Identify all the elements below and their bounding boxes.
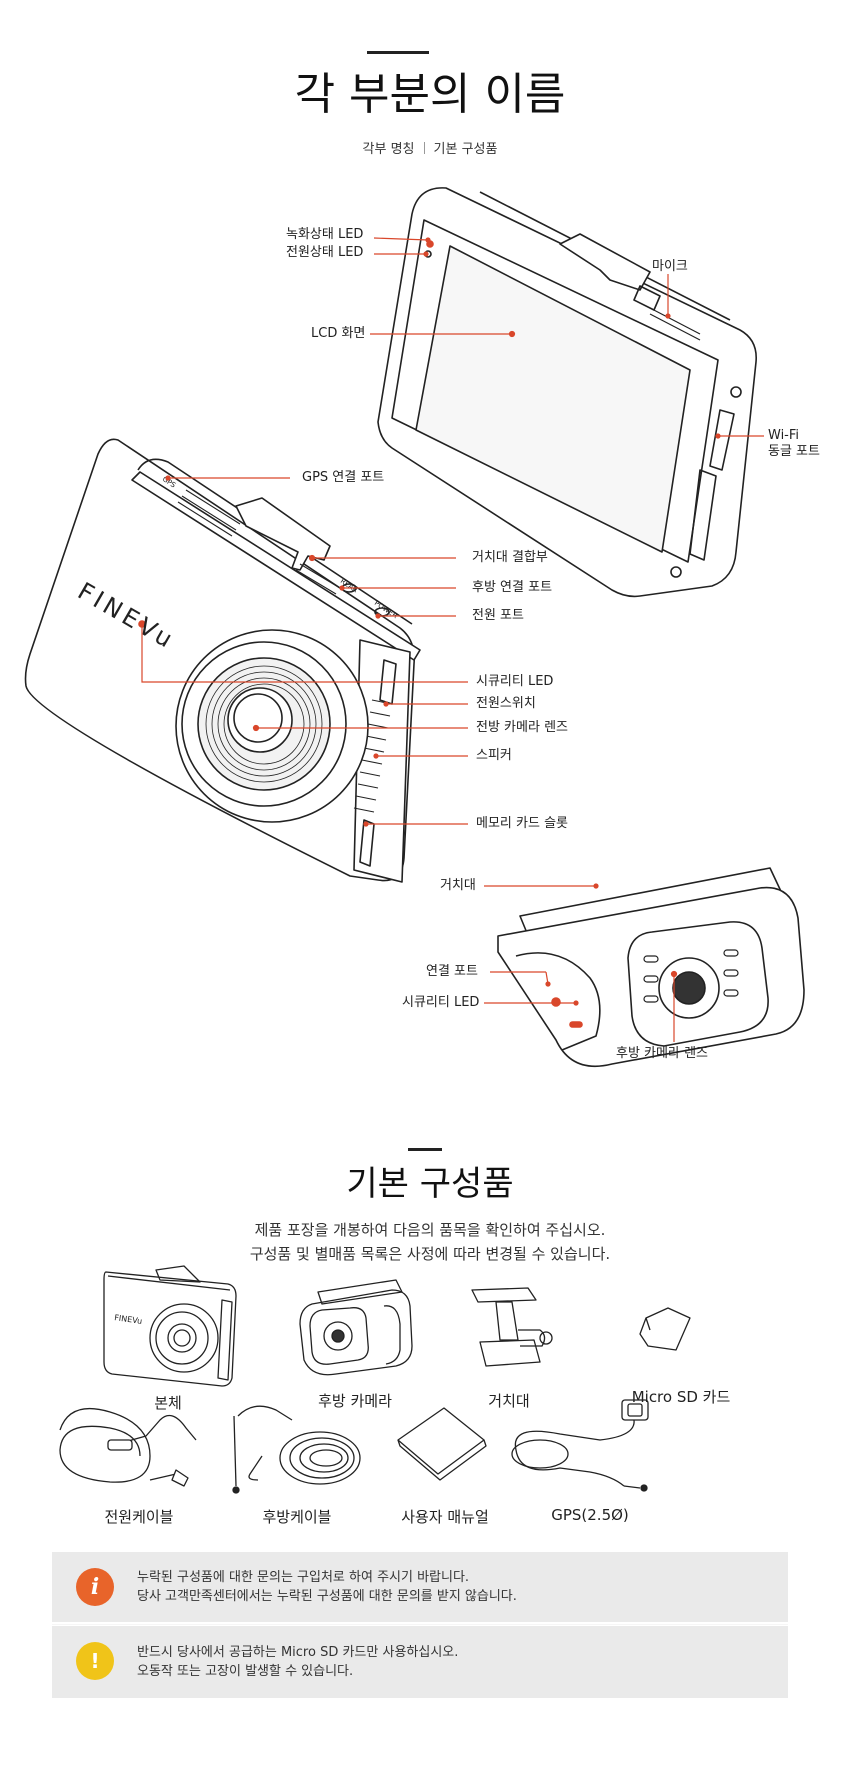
label-rec-led: 녹화상태 LED bbox=[286, 227, 364, 242]
label-front-lens: 전방 카메라 렌즈 bbox=[476, 720, 568, 735]
item-body-brand: FINEVu bbox=[114, 1313, 143, 1326]
nav-link-components[interactable]: 기본 구성품 bbox=[433, 142, 498, 157]
label-wifi-line2: 동글 포트 bbox=[768, 444, 820, 459]
item-image-power-cable bbox=[59, 1408, 197, 1487]
section-title-components: 기본 구성품 bbox=[346, 1164, 514, 1204]
label-sd-slot: 메모리 카드 슬롯 bbox=[476, 816, 568, 831]
components-description-line1: 제품 포장을 개봉하여 다음의 품목을 확인하여 주십시오. bbox=[254, 1221, 606, 1239]
main-body-rear-view bbox=[377, 187, 757, 598]
label-power-port: 전원 포트 bbox=[472, 608, 524, 623]
notice-1-line2: 당사 고객만족센터에서는 누락된 구성품에 대한 문의를 받지 않습니다. bbox=[137, 1589, 517, 1604]
item-image-body: FINEVu bbox=[103, 1265, 237, 1387]
item-image-rear-cable bbox=[232, 1405, 361, 1494]
label-conn-port: 연결 포트 bbox=[426, 964, 478, 979]
title-rule-components bbox=[408, 1148, 442, 1151]
top-vents bbox=[177, 489, 341, 595]
sub-navigation: 각부 명칭 기본 구성품 bbox=[0, 138, 860, 157]
label-power-switch: 전원스위치 bbox=[476, 696, 536, 711]
item-image-sd-card bbox=[639, 1307, 691, 1351]
label-speaker: 스피커 bbox=[476, 748, 512, 763]
warning-icon: ! bbox=[76, 1642, 114, 1680]
label-security-led: 시큐리티 LED bbox=[476, 674, 554, 689]
label-mount: 거치대 bbox=[440, 878, 476, 893]
notice-2-line1: 반드시 당사에서 공급하는 Micro SD 카드만 사용하십시오. bbox=[137, 1645, 459, 1660]
label-mount-joint: 거치대 결합부 bbox=[472, 550, 548, 565]
main-body-front-view bbox=[24, 438, 421, 883]
nav-link-parts[interactable]: 각부 명칭 bbox=[362, 142, 415, 157]
item-label-user-manual: 사용자 매뉴얼 bbox=[401, 1508, 489, 1526]
notice-divider bbox=[52, 1624, 788, 1625]
item-label-rear-cable: 후방케이블 bbox=[262, 1508, 332, 1526]
label-rear-security-led: 시큐리티 LED bbox=[402, 995, 480, 1010]
notice-missing-components: i 누락된 구성품에 대한 문의는 구입처로 하여 주시기 바랍니다. 당사 고… bbox=[52, 1552, 788, 1622]
item-image-rear-camera bbox=[299, 1279, 413, 1376]
label-rear-port: 후방 연결 포트 bbox=[472, 580, 553, 595]
item-image-mount bbox=[471, 1287, 553, 1367]
title-rule bbox=[367, 51, 429, 54]
label-lcd: LCD 화면 bbox=[311, 326, 366, 341]
nav-separator bbox=[423, 142, 425, 154]
label-wifi-line1: Wi-Fi bbox=[768, 428, 800, 443]
section-title-parts: 각 부분의 이름 bbox=[294, 69, 566, 120]
label-mic: 마이크 bbox=[652, 259, 688, 274]
rear-camera-illustration bbox=[497, 867, 805, 1068]
item-label-sd-card: Micro SD 카드 bbox=[631, 1388, 731, 1406]
label-gps-port: GPS 연결 포트 bbox=[302, 470, 385, 485]
mic-grille bbox=[649, 307, 701, 341]
notice-2-line2: 오동작 또는 고장이 발생할 수 있습니다. bbox=[137, 1664, 354, 1679]
item-label-rear-camera: 후방 카메라 bbox=[318, 1392, 392, 1410]
item-label-gps: GPS(2.5Ø) bbox=[551, 1506, 629, 1524]
item-label-mount: 거치대 bbox=[488, 1392, 530, 1410]
item-image-user-manual bbox=[397, 1407, 487, 1481]
components-description-line2: 구성품 및 별매품 목록은 사정에 따라 변경될 수 있습니다. bbox=[249, 1245, 611, 1263]
notice-sd-card-warning: ! 반드시 당사에서 공급하는 Micro SD 카드만 사용하십시오. 오동작… bbox=[52, 1626, 788, 1698]
notice-1-line1: 누락된 구성품에 대한 문의는 구입처로 하여 주시기 바랍니다. bbox=[137, 1570, 470, 1585]
item-label-body: 본체 bbox=[154, 1394, 182, 1412]
leader-lines bbox=[141, 237, 764, 1042]
label-power-led: 전원상태 LED bbox=[286, 245, 364, 260]
speaker-grille bbox=[353, 699, 393, 813]
item-image-gps bbox=[511, 1399, 649, 1492]
item-label-power-cable: 전원케이블 bbox=[104, 1508, 174, 1526]
label-rear-lens: 후방 카메라 렌즈 bbox=[616, 1046, 708, 1061]
info-icon: i bbox=[76, 1568, 114, 1606]
device-illustration: FINEVu REAR POWER GPS bbox=[24, 187, 805, 1068]
